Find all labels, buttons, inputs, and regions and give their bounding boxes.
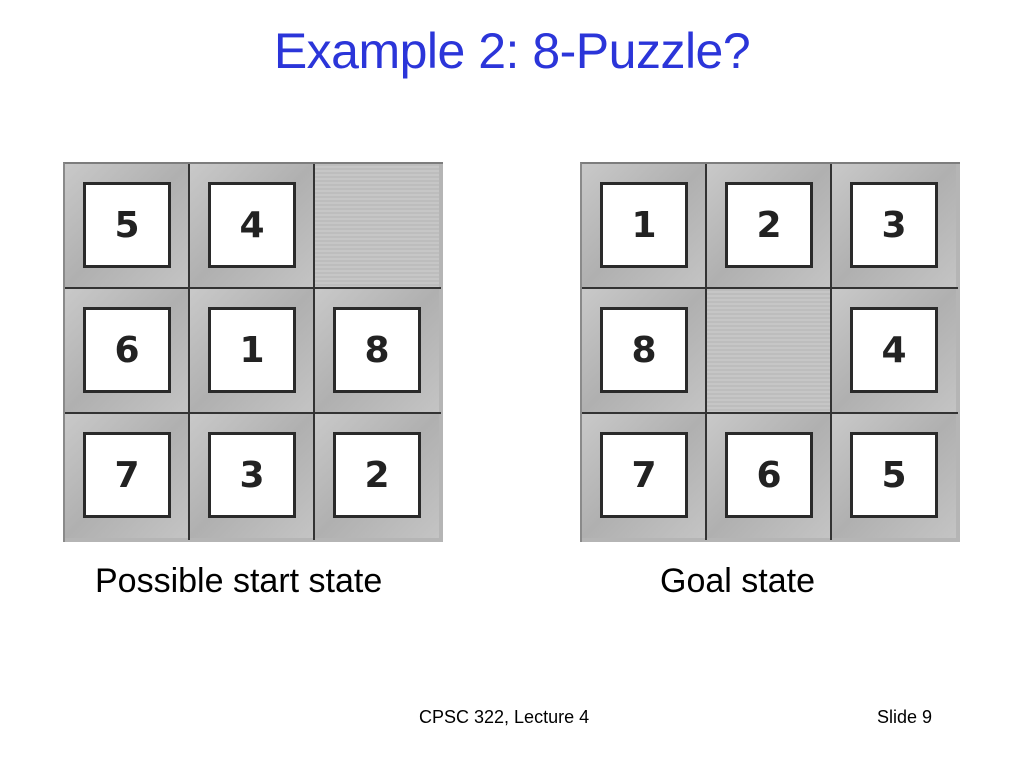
puzzle-cell: 1 [190,289,314,413]
puzzle-cell: 2 [315,414,439,538]
footer-course-label: CPSC 322, Lecture 4 [419,707,590,727]
footer-slide-number: Slide 9 [877,707,933,727]
puzzle-tile: 3 [208,432,296,518]
grid-divider [582,287,958,289]
grid-divider [65,412,441,414]
puzzle-cell: 4 [832,289,956,413]
start-state-caption: Possible start state [95,562,383,600]
puzzle-tile: 8 [600,307,688,393]
puzzle-tile: 6 [83,307,171,393]
grid-divider [65,287,441,289]
puzzle-tile: 6 [725,432,813,518]
puzzle-cell: 5 [65,164,189,288]
puzzle-cell: 8 [582,289,706,413]
blank-cell [707,289,831,413]
puzzle-tile: 1 [208,307,296,393]
grid-divider [582,412,958,414]
puzzle-tile: 4 [208,182,296,268]
puzzle-tile: 2 [725,182,813,268]
grid-divider [830,164,832,540]
puzzle-cell: 8 [315,289,439,413]
blank-cell [315,164,439,288]
grid-divider [188,164,190,540]
puzzle-cell: 1 [582,164,706,288]
puzzle-tile: 7 [600,432,688,518]
puzzle-cell: 5 [832,414,956,538]
puzzle-tile: 2 [333,432,421,518]
slide-title: Example 2: 8-Puzzle? [273,23,751,79]
puzzle-cell: 7 [65,414,189,538]
puzzle-cell: 2 [707,164,831,288]
goal-state-caption: Goal state [660,562,815,600]
grid-divider [313,164,315,540]
puzzle-tile: 5 [850,432,938,518]
puzzle-cell: 4 [190,164,314,288]
puzzle-cell: 6 [707,414,831,538]
puzzle-tile: 8 [333,307,421,393]
puzzle-tile: 1 [600,182,688,268]
puzzle-cell: 3 [832,164,956,288]
puzzle-tile: 7 [83,432,171,518]
puzzle-tile: 3 [850,182,938,268]
puzzle-cell: 3 [190,414,314,538]
puzzle-tile: 4 [850,307,938,393]
puzzle-cell: 7 [582,414,706,538]
grid-divider [705,164,707,540]
puzzle-tile: 5 [83,182,171,268]
puzzle-cell: 6 [65,289,189,413]
